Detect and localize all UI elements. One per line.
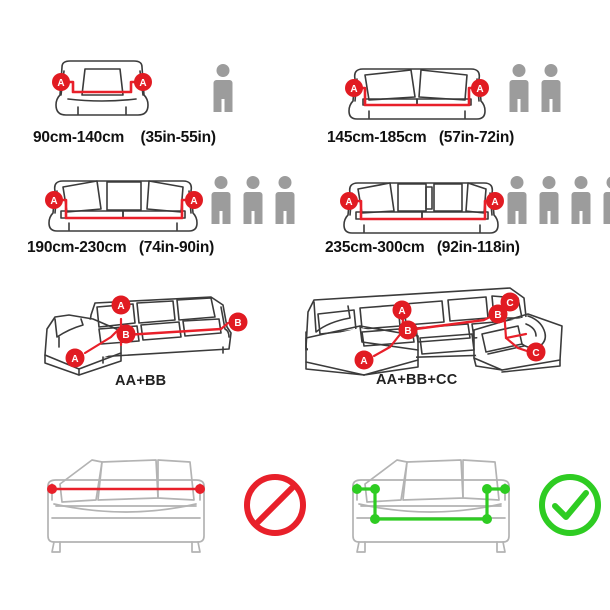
- svg-text:A: A: [117, 301, 124, 312]
- check-circle-icon: [537, 472, 603, 538]
- size-card-four-seater: A A 235cm-300cm (92in-118in): [322, 165, 522, 256]
- size-card-loveseat: A A 145cm-185cm (57in-72in): [325, 55, 515, 146]
- svg-text:A: A: [350, 84, 357, 95]
- badge-b-right: B: [488, 304, 508, 324]
- svg-text:A: A: [57, 78, 64, 89]
- size-cm-armchair: 90cm-140cm: [33, 129, 125, 146]
- usage-example-correct: [335, 448, 545, 558]
- badge-a-right: A: [185, 191, 203, 209]
- svg-text:A: A: [491, 197, 498, 208]
- svg-text:B: B: [122, 330, 129, 341]
- loveseat-diagram: A A: [345, 68, 489, 120]
- size-cm-three-seater: 190cm-230cm: [27, 239, 127, 256]
- svg-text:A: A: [139, 78, 146, 89]
- incorrect-measure-diagram: [47, 459, 205, 553]
- badge-a-right: A: [471, 79, 489, 97]
- size-cm-loveseat: 145cm-185cm: [327, 129, 427, 146]
- usage-example-incorrect: [30, 448, 240, 558]
- person-icon: [506, 176, 528, 224]
- people-count-four-seater: [506, 176, 610, 224]
- svg-text:B: B: [234, 318, 241, 329]
- badge-b-left: B: [398, 320, 418, 340]
- sectional-label-l-shape: AA+BB: [115, 373, 167, 389]
- svg-text:B: B: [404, 326, 411, 337]
- svg-text:A: A: [50, 196, 57, 207]
- badge-a-top: A: [392, 300, 412, 320]
- size-card-three-seater: A A 190cm-230cm (74in-90in): [25, 165, 225, 256]
- svg-text:C: C: [506, 298, 513, 309]
- people-count-three-seater: [210, 176, 296, 224]
- badge-a-left: A: [45, 191, 63, 209]
- svg-text:B: B: [494, 310, 501, 321]
- badge-b-left: B: [116, 324, 136, 344]
- badge-a-top: A: [111, 295, 131, 315]
- badge-a-bottom: A: [354, 350, 374, 370]
- l-shape-sectional-diagram: A A B B: [44, 295, 248, 376]
- svg-text:A: A: [190, 196, 197, 207]
- size-inch-three-seater: (74in-90in): [138, 239, 215, 256]
- size-label-armchair: 90cm-140cm (35in-55in): [33, 129, 216, 147]
- badge-a-right: A: [134, 73, 152, 91]
- size-cm-four-seater: 235cm-300cm: [325, 239, 425, 256]
- person-icon: [508, 64, 530, 112]
- sectional-card-l-shape: A A B B AA+BB: [25, 275, 275, 389]
- size-label-loveseat: 145cm-185cm (57in-72in): [327, 129, 514, 147]
- size-label-three-seater: 190cm-230cm (74in-90in): [27, 239, 214, 257]
- person-icon: [602, 176, 610, 224]
- size-card-armchair: A A 90cm-140cm (35in-55in): [28, 55, 216, 146]
- size-inch-four-seater: (92in-118in): [436, 239, 520, 256]
- correct-measure-diagram: [352, 459, 510, 553]
- svg-text:A: A: [71, 354, 78, 365]
- armchair-diagram: A A: [52, 60, 152, 116]
- size-inch-loveseat: (57in-72in): [438, 129, 515, 146]
- size-inch-armchair: (35in-55in): [140, 129, 217, 146]
- person-icon: [538, 176, 560, 224]
- u-shape-sectional-diagram: A A B B C C: [305, 287, 563, 376]
- badge-a-bottom: A: [65, 348, 85, 368]
- badge-b-right: B: [228, 312, 248, 332]
- badge-a-left: A: [52, 73, 70, 91]
- svg-text:A: A: [398, 306, 405, 317]
- badge-a-right: A: [486, 192, 504, 210]
- badge-a-left: A: [345, 79, 363, 97]
- svg-text:A: A: [476, 84, 483, 95]
- person-icon: [212, 64, 234, 112]
- three-seater-diagram: A A: [45, 180, 203, 232]
- badge-c-top: C: [500, 292, 520, 312]
- badge-c-bottom: C: [526, 342, 546, 362]
- people-count-armchair: [212, 64, 234, 112]
- sectional-card-u-shape: A A B B C C AA+BB+CC: [278, 272, 568, 388]
- person-icon: [540, 64, 562, 112]
- four-seater-diagram: A A: [340, 182, 504, 234]
- svg-text:A: A: [360, 356, 367, 367]
- svg-text:A: A: [345, 197, 352, 208]
- people-count-loveseat: [508, 64, 562, 112]
- person-icon: [242, 176, 264, 224]
- svg-text:C: C: [532, 348, 539, 359]
- prohibited-icon: [242, 472, 308, 538]
- person-icon: [274, 176, 296, 224]
- person-icon: [210, 176, 232, 224]
- sectional-label-u-shape: AA+BB+CC: [376, 372, 458, 388]
- person-icon: [570, 176, 592, 224]
- size-label-four-seater: 235cm-300cm (92in-118in): [325, 239, 520, 257]
- badge-a-left: A: [340, 192, 358, 210]
